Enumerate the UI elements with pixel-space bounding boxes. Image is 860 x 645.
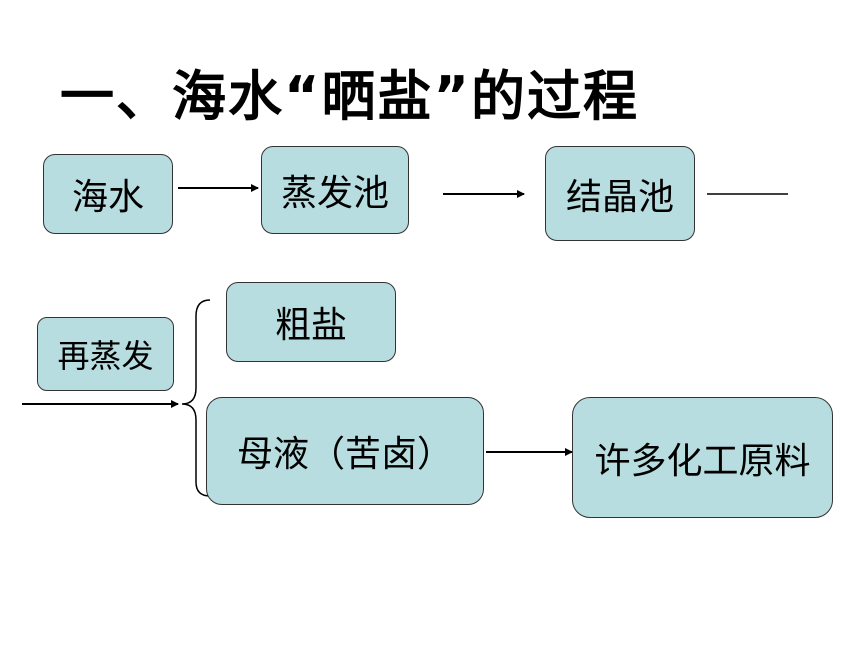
curly-brace xyxy=(181,299,211,497)
node-re-evaporate: 再蒸发 xyxy=(37,317,174,391)
page-title: 一、海水“晒盐”的过程 xyxy=(60,65,639,128)
node-crude-salt: 粗盐 xyxy=(226,282,396,362)
node-chemical-materials: 许多化工原料 xyxy=(572,397,833,518)
node-mother-liquor: 母液（苦卤） xyxy=(206,397,484,505)
node-evaporation-pond: 蒸发池 xyxy=(261,146,409,234)
node-seawater: 海水 xyxy=(43,154,173,234)
node-crystallization-pond: 结晶池 xyxy=(545,146,695,241)
